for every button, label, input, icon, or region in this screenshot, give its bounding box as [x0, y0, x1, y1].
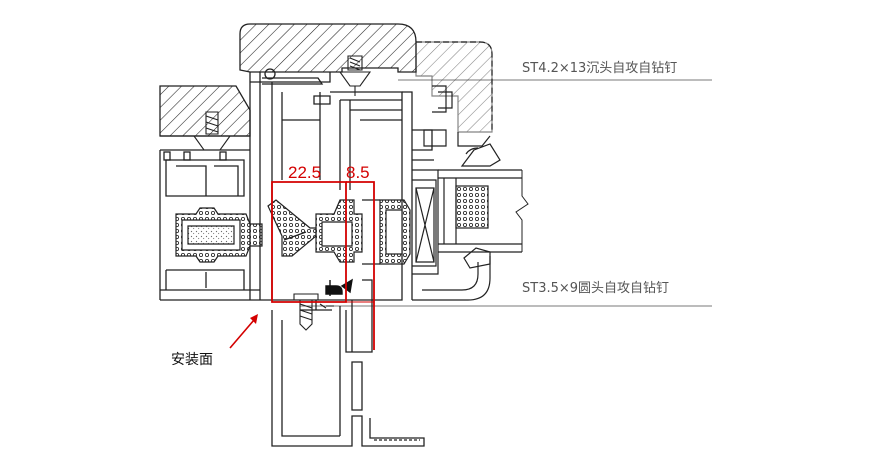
countersunk-screw-left	[192, 111, 232, 151]
leader-lines	[300, 79, 712, 307]
countersunk-screw-top	[338, 55, 372, 96]
dimension-lines	[271, 181, 375, 350]
right-cover	[415, 41, 493, 133]
label-install-face: 安装面	[171, 352, 213, 368]
left-profile	[159, 135, 272, 301]
sash-gasket-left	[267, 199, 317, 257]
top-wood-cover	[239, 23, 417, 73]
glazing-area	[412, 143, 529, 301]
install-frame	[271, 279, 425, 447]
pan-head-screw-bottom	[293, 293, 334, 331]
dim-box-8-5	[346, 181, 375, 350]
install-face-arrow	[229, 314, 258, 349]
left-wood-strip	[159, 85, 251, 137]
dimension-value-1: 22.5	[288, 163, 321, 182]
main-frame-profile	[249, 68, 434, 301]
left-thermal-break	[175, 207, 263, 263]
dimension-value-2: 8.5	[346, 163, 370, 182]
clip-bottom	[325, 278, 353, 296]
label-screw-bottom: ST3.5×9圆头自攻自钻钉	[522, 281, 669, 296]
right-thermal-break	[362, 199, 411, 265]
center-thermal-break	[315, 199, 363, 263]
top-right-gaskets	[423, 85, 491, 147]
label-screw-top: ST4.2×13沉头自攻自钻钉	[522, 61, 677, 76]
